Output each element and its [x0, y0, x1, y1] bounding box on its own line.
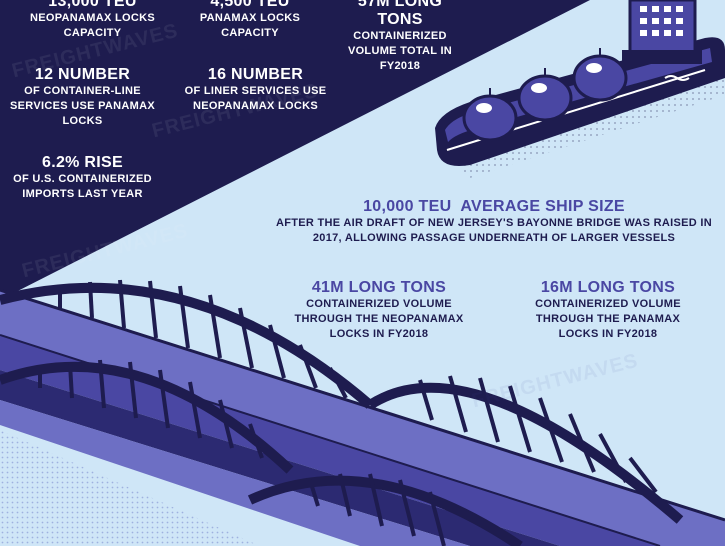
stat-text: NEOPANAMAX LOCKS CAPACITY [30, 12, 155, 39]
stat-average-ship-size: 10,000 TEU AVERAGE SHIP SIZE AFTER THE A… [268, 198, 720, 246]
stat-neopanamax-capacity: 13,000 TEU NEOPANAMAX LOCKS CAPACITY [15, 0, 170, 41]
stat-heading: 6.2% RISE [42, 154, 123, 171]
stat-panamax-capacity: 4,500 TEU PANAMAX LOCKS CAPACITY [190, 0, 310, 41]
stat-text: OF LINER SERVICES USE NEOPANAMAX LOCKS [184, 85, 327, 112]
bridge-illustration [0, 279, 725, 546]
stat-heading: 4,500 TEU [210, 0, 290, 10]
stat-text: AFTER THE AIR DRAFT OF NEW JERSEY'S BAYO… [276, 217, 712, 244]
stat-text: OF U.S. CONTAINERIZED IMPORTS LAST YEAR [13, 173, 152, 200]
stat-text: CONTAINERIZED VOLUME THROUGH THE NEOPANA… [294, 298, 464, 340]
stat-heading: 13,000 TEU [48, 0, 137, 10]
navy-panel [0, 0, 590, 300]
stat-text: PANAMAX LOCKS CAPACITY [199, 12, 301, 39]
stat-text: CONTAINERIZED VOLUME TOTAL IN FY2018 [347, 30, 453, 72]
stat-heading: 57M LONG TONS [357, 0, 443, 28]
stat-neopanamax-volume: 41M LONG TONS CONTAINERIZED VOLUME THROU… [284, 279, 474, 342]
ship-illustration [435, 0, 725, 167]
stat-liner-services: 16 NUMBER OF LINER SERVICES USE NEOPANAM… [178, 66, 333, 114]
stat-panamax-volume: 16M LONG TONS CONTAINERIZED VOLUME THROU… [518, 279, 698, 342]
stat-containerized-volume-total: 57M LONG TONS CONTAINERIZED VOLUME TOTAL… [335, 0, 465, 74]
stat-imports-rise: 6.2% RISE OF U.S. CONTAINERIZED IMPORTS … [5, 154, 160, 202]
stat-text: OF CONTAINER-LINE SERVICES USE PANAMAX L… [10, 85, 155, 127]
stat-heading: 16 NUMBER [207, 66, 304, 83]
stat-container-line-services: 12 NUMBER OF CONTAINER-LINE SERVICES USE… [5, 66, 160, 129]
stat-heading: 41M LONG TONS [311, 279, 447, 296]
stat-heading: 12 NUMBER [34, 66, 131, 83]
stat-heading: 16M LONG TONS [540, 279, 676, 296]
stat-text: CONTAINERIZED VOLUME THROUGH THE PANAMAX… [535, 298, 681, 340]
stat-heading: 10,000 TEU AVERAGE SHIP SIZE [363, 198, 625, 215]
